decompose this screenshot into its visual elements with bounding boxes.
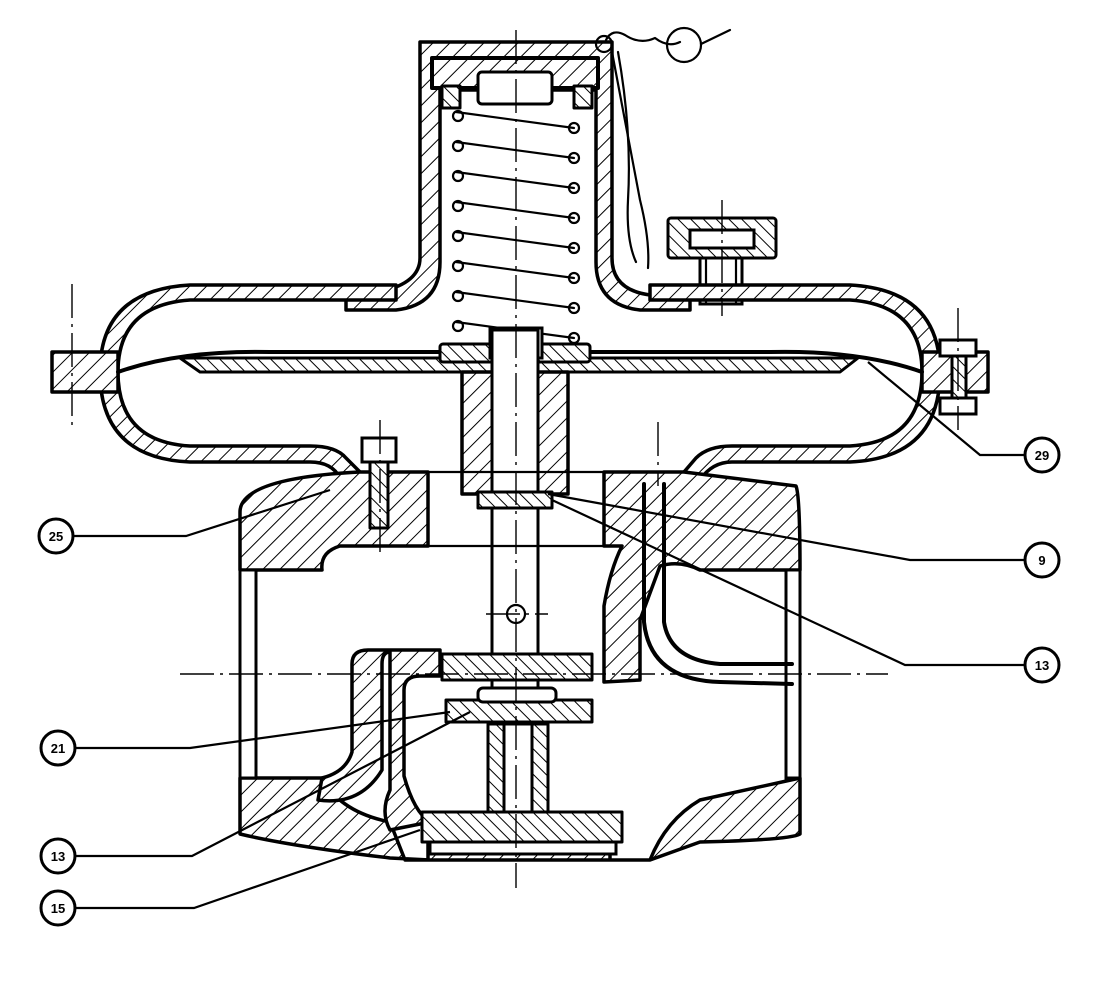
callout-13-left: 13 bbox=[39, 837, 77, 875]
seal-wire bbox=[594, 26, 732, 270]
callout-13-right: 13 bbox=[1023, 646, 1061, 684]
adjusting-spring bbox=[451, 109, 581, 345]
callout-25-label: 25 bbox=[49, 529, 63, 544]
callout-13-right-label: 13 bbox=[1035, 658, 1049, 673]
center-lines bbox=[71, 30, 959, 888]
callout-21-label: 21 bbox=[51, 741, 65, 756]
valve-disc bbox=[420, 652, 624, 856]
callout-29: 29 bbox=[1023, 436, 1061, 474]
sensing-tube bbox=[642, 482, 794, 686]
callout-21: 21 bbox=[39, 729, 77, 767]
callout-13-left-label: 13 bbox=[51, 849, 65, 864]
valve-stem bbox=[460, 328, 570, 704]
leader-lines bbox=[74, 361, 1024, 910]
callout-29-label: 29 bbox=[1035, 448, 1049, 463]
callout-25: 25 bbox=[37, 517, 75, 555]
callout-15-label: 15 bbox=[51, 901, 65, 916]
callout-9: 9 bbox=[1023, 541, 1061, 579]
callout-15: 15 bbox=[39, 889, 77, 927]
body-bolt bbox=[360, 436, 398, 530]
callout-9-label: 9 bbox=[1038, 553, 1045, 568]
